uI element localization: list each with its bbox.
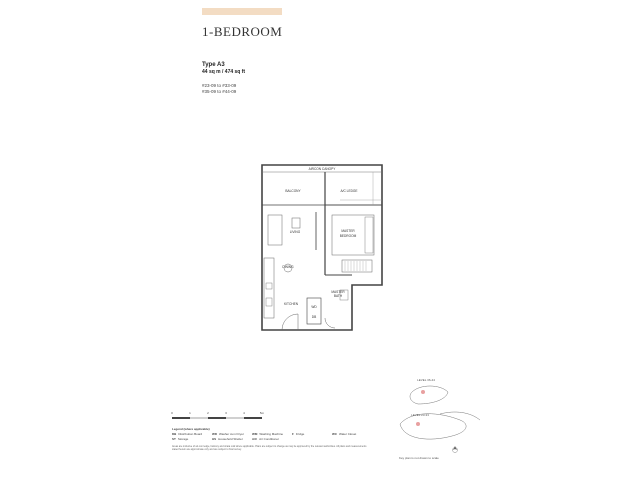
disclaimer: Areas are inclusive of air-con ledge, ba… [172,445,367,452]
wardrobe-hangers [344,261,367,271]
master-bath-label-1: MASTER [331,290,345,294]
unit-stacks: #23-09 to #33-09 #35-09 to #44-09 [202,83,236,95]
legend-title: Legend (where applicable) [172,427,210,431]
scale-tick-3: 3 [225,411,227,415]
wardrobe [341,259,373,273]
keyplan-level-bottom: LEVEL 23-33 [411,413,429,417]
unit-stack-1: #23-09 to #33-09 [202,83,237,88]
keyplan-highlight-bottom [416,422,420,426]
scale-tick-2: 2 [207,411,209,415]
sofa [267,214,283,246]
kitchen-hob [265,297,273,307]
kitchen-label: KITCHEN [284,302,299,306]
keyplan-level-top: LEVEL 36-44 [417,378,435,382]
unit-stack-2: #35-09 to #44-09 [202,89,237,94]
bed-headboard [364,216,374,254]
unit-type: Type A3 [202,62,225,68]
entrance-door-swing [281,313,299,331]
dining-table [283,263,293,273]
wd-label: WD [311,305,317,309]
living-label: LIVING [290,230,301,234]
page-title: 1-BEDROOM [202,24,283,39]
outer-walls [261,164,383,331]
unit-area: 44 sq m / 474 sq ft [202,69,246,75]
master-bed [331,214,375,256]
coffee-table [291,217,301,229]
dining-label: DINING [282,265,294,269]
key-plan [399,385,481,440]
north-arrow-icon [452,446,458,453]
keyplan-highlight-top [421,390,425,394]
scale-bar [172,417,262,419]
scale-tick-5: 5m [260,411,265,415]
master-bedroom-label-1: MASTER [341,229,355,233]
scale-tick-0: 0 [171,411,173,415]
kitchen-counter [263,257,275,319]
master-bath-label-2: BATH [334,294,343,298]
accent-bar [202,8,282,15]
bath-door-swing [324,317,336,329]
scale-tick-1: 1 [189,411,191,415]
wc-fixture [339,289,349,301]
scale-tick-4: 4 [243,411,245,415]
db-label: DB [312,315,316,319]
keyplan-caption: Key plan is not drawn to scale [399,456,439,460]
balcony-label: BALCONY [285,189,301,193]
ac-ledge-label: A/C LEDGE [340,189,357,193]
kitchen-sink [265,282,273,290]
master-bedroom-label-2: BEDROOM [340,234,357,238]
wd-db-cupboard [306,297,322,325]
aircon-canopy-label: AIRCON CANOPY [309,167,337,171]
